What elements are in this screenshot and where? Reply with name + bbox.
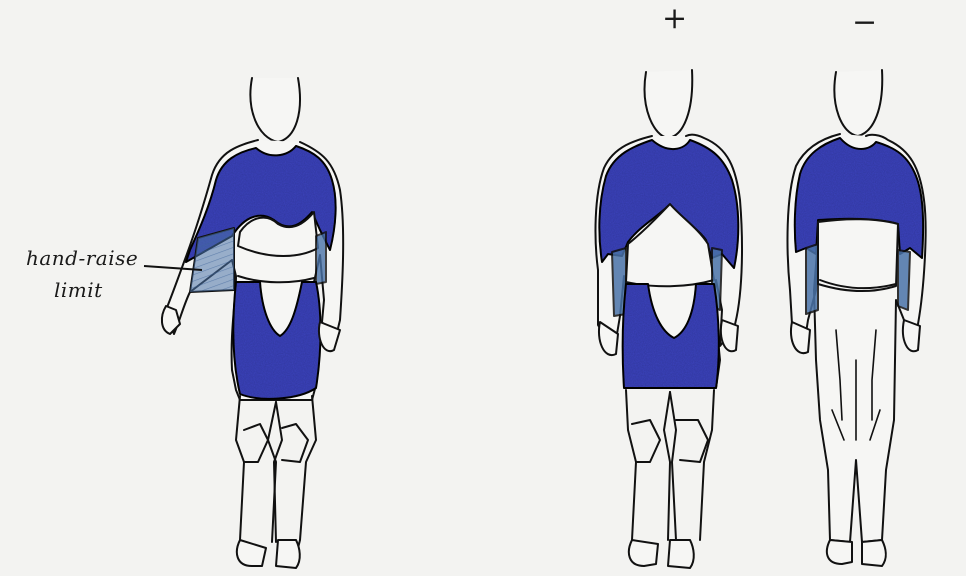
figure-3-head [834,70,882,136]
figure-1-foot-left [237,540,266,566]
hand-raise-label: hand-raise [26,248,138,268]
figure-2-foot-right [668,540,694,568]
plus-variant-label: + [662,4,687,34]
figure-1-gusset-right [316,232,326,284]
figure-1 [162,78,343,568]
figure-3-gusset-right [898,250,910,310]
figure-3-foot-right [862,540,886,566]
figure-3-gusset-left [806,244,818,314]
figure-2 [596,70,742,568]
figure-2-foot-left [629,540,658,566]
minus-variant-label: − [852,8,877,38]
limit-label: limit [54,280,103,300]
figure-3 [788,70,926,566]
figure-2-head [645,70,693,138]
figure-3-foot-left [827,540,852,564]
figure-1-foot-right [276,540,300,568]
figure-1-head [250,78,300,142]
